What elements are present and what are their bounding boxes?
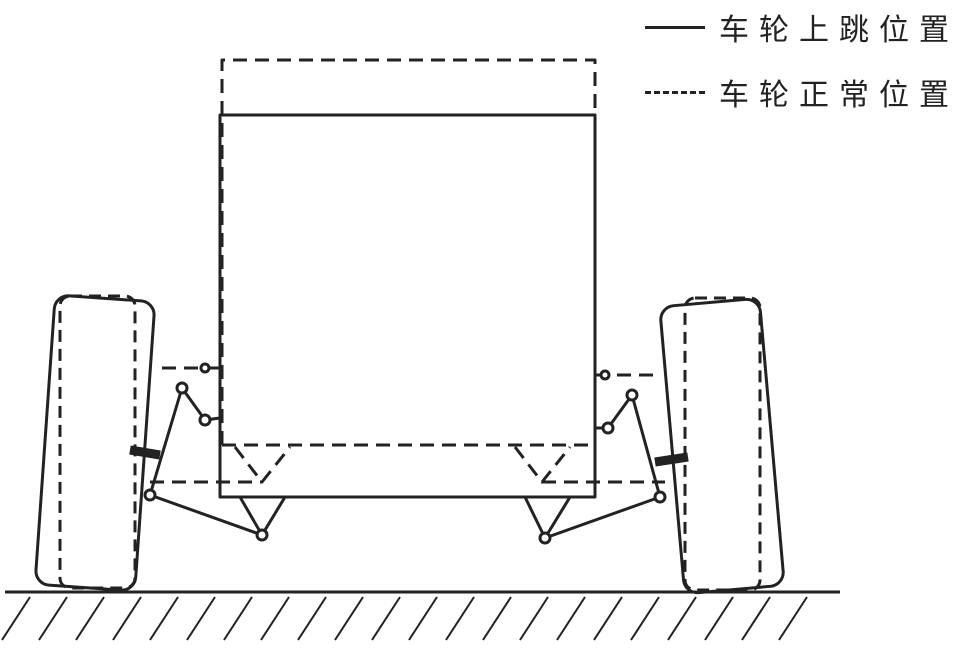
ground-hatch-line — [371, 596, 401, 641]
ground-hatch-line — [630, 596, 660, 641]
solid-line-swatch — [645, 25, 705, 29]
ground-hatch-line — [38, 596, 68, 641]
left-wheel-raised — [34, 294, 161, 592]
ground-hatch-line — [667, 596, 697, 641]
left-wheel-normal — [58, 294, 137, 590]
dashed-line-swatch — [645, 90, 705, 94]
ground-hatch-line — [75, 596, 105, 641]
ground-hatch-line — [186, 596, 216, 641]
right-wheel-normal — [683, 296, 762, 592]
right-wheel-raised — [654, 297, 785, 595]
legend-item-raised: 车轮上跳位置 — [645, 5, 959, 49]
vehicle-body-normal — [150, 58, 665, 484]
ground-hatch-line — [112, 596, 142, 641]
vehicle-body-raised — [218, 113, 597, 499]
ground-hatch-line — [519, 596, 549, 641]
legend-label: 车轮正常位置 — [719, 78, 959, 113]
ground-hatch-line — [556, 596, 586, 641]
ground-hatch-line — [260, 596, 290, 641]
ground-hatch-line — [223, 596, 253, 641]
ground-hatch-line — [593, 596, 623, 641]
ground-hatch-line — [408, 596, 438, 641]
left-suspension-arms — [143, 362, 287, 542]
ground-hatch-line — [704, 596, 734, 641]
ground-hatch-line — [297, 596, 327, 641]
ground-hatch-line — [741, 596, 771, 641]
ground-hatch-line — [149, 596, 179, 641]
ground-hatch-line — [334, 596, 364, 641]
ground-hatch-line — [1, 596, 31, 641]
right-suspension-arms — [523, 369, 667, 545]
ground — [1, 590, 840, 641]
ground-hatch-line — [445, 596, 475, 641]
legend-item-normal: 车轮正常位置 — [645, 70, 959, 114]
ground-hatch-line — [482, 596, 512, 641]
ground-hatch-line — [778, 596, 808, 641]
legend-label: 车轮上跳位置 — [719, 13, 959, 48]
